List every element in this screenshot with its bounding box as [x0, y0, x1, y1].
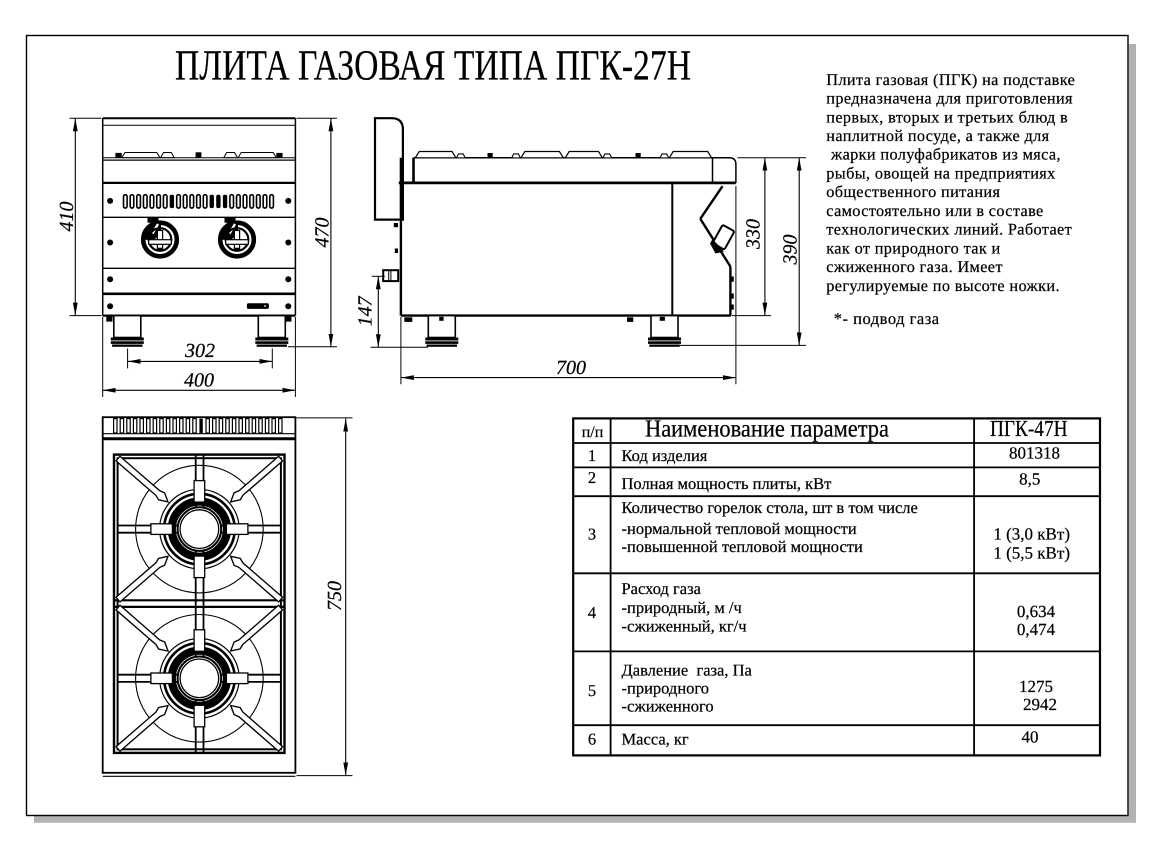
svg-text:1 (5,5 кВт): 1 (5,5 кВт) — [993, 543, 1070, 562]
svg-text:Давление газа, Па: Давление газа, Па — [622, 661, 753, 680]
svg-text:Полная мощность плиты, кВт: Полная мощность плиты, кВт — [622, 474, 832, 493]
svg-text:Расход газа: Расход газа — [622, 579, 702, 598]
svg-text:6: 6 — [588, 730, 596, 749]
svg-text:*- подвод газа: *- подвод газа — [834, 309, 940, 328]
svg-text:сжиженного газа. Имеет: сжиженного газа. Имеет — [826, 257, 1003, 276]
svg-text:Масса, кг: Масса, кг — [622, 730, 689, 749]
svg-text:1: 1 — [588, 446, 596, 465]
svg-text:750: 750 — [324, 581, 346, 611]
svg-text:общественного питания: общественного питания — [826, 182, 1000, 201]
svg-text:302: 302 — [184, 340, 215, 362]
svg-text:410: 410 — [56, 202, 78, 232]
svg-text:Плита газовая (ПГК) на подстав: Плита газовая (ПГК) на подставке — [826, 70, 1075, 89]
svg-text:-сжиженный, кг/ч: -сжиженный, кг/ч — [622, 617, 747, 636]
svg-text:3: 3 — [588, 525, 596, 544]
svg-text:147: 147 — [355, 295, 377, 326]
svg-text:-сжиженного: -сжиженного — [622, 697, 714, 716]
svg-text:1 (3,0 кВт): 1 (3,0 кВт) — [993, 525, 1070, 544]
svg-text:наплитной посуде, а также для: наплитной посуде, а также для — [826, 126, 1049, 145]
svg-text:0,474: 0,474 — [1017, 620, 1056, 639]
svg-text:жарки полуфабрикатов из мяса,: жарки полуфабрикатов из мяса, — [830, 145, 1061, 164]
svg-text:регулируемые по высоте ножки.: регулируемые по высоте ножки. — [826, 276, 1060, 295]
svg-text:технологических линий. Работае: технологических линий. Работает — [826, 220, 1072, 239]
svg-text:2: 2 — [588, 468, 596, 487]
svg-text:Количество горелок стола, шт в: Количество горелок стола, шт в том числе — [622, 498, 918, 517]
svg-text:Наименование параметра: Наименование параметра — [645, 416, 889, 443]
svg-text:-повышенной тепловой мощности: -повышенной тепловой мощности — [622, 537, 863, 556]
svg-text:470: 470 — [312, 218, 334, 248]
svg-text:8,5: 8,5 — [1019, 469, 1040, 488]
svg-text:2942: 2942 — [1023, 695, 1057, 714]
svg-text:330: 330 — [743, 219, 765, 250]
svg-text:5: 5 — [588, 681, 596, 700]
svg-text:рыбы, овощей на предприятиях: рыбы, овощей на предприятиях — [826, 163, 1055, 182]
svg-text:самостоятельно или в составе: самостоятельно или в составе — [826, 201, 1043, 220]
svg-text:400: 400 — [184, 369, 214, 391]
svg-text:801318: 801318 — [1009, 444, 1060, 463]
svg-text:0,634: 0,634 — [1017, 602, 1056, 621]
svg-text:как от природного так и: как от природного так и — [826, 238, 1000, 257]
svg-text:700: 700 — [556, 357, 586, 379]
svg-text:предназначена для приготовлени: предназначена для приготовления — [826, 89, 1073, 108]
svg-text:4: 4 — [588, 603, 596, 622]
svg-text:первых, вторых и третьих блюд: первых, вторых и третьих блюд в — [826, 107, 1068, 126]
svg-text:-природного: -природного — [622, 679, 710, 698]
svg-text:40: 40 — [1022, 727, 1039, 746]
svg-text:1275: 1275 — [1019, 677, 1053, 696]
svg-text:-природный, м /ч: -природный, м /ч — [622, 598, 742, 617]
svg-text:ПЛИТА ГАЗОВАЯ ТИПА ПГК-27Н: ПЛИТА ГАЗОВАЯ ТИПА ПГК-27Н — [175, 42, 691, 89]
svg-text:-нормальной тепловой мощности: -нормальной тепловой мощности — [622, 519, 857, 538]
svg-text:п/п: п/п — [582, 424, 604, 441]
svg-text:390: 390 — [780, 235, 802, 266]
svg-text:Код изделия: Код изделия — [622, 446, 708, 465]
svg-text:ПГК-47Н: ПГК-47Н — [990, 416, 1068, 441]
